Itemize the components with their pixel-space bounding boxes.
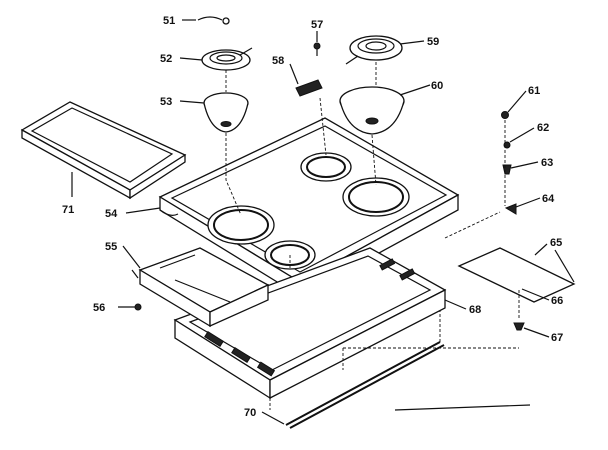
callout-51: 51 [163,15,175,27]
part-53-drip-bowl [203,92,249,133]
callout-67: 67 [551,332,563,344]
part-51-clip [197,16,230,25]
part-70-rod [285,341,445,429]
callout-52: 52 [160,53,172,65]
part-61 [501,111,509,119]
leader-lines [71,19,575,425]
callout-63: 63 [541,157,553,169]
part-67 [513,322,525,331]
alignment-lines [225,62,520,410]
callout-53: 53 [160,96,172,108]
callout-57: 57 [311,19,323,31]
callout-55: 55 [105,241,117,253]
part-55-bracket [138,247,270,328]
part-56 [134,303,142,311]
part-62 [503,141,511,149]
callout-62: 62 [537,122,549,134]
callout-68: 68 [469,304,481,316]
callout-56: 56 [93,302,105,314]
part-60-drip-bowl-large [339,86,405,135]
callout-70: 70 [244,407,256,419]
callout-71: 71 [62,204,74,216]
part-68-bottom-pan [173,247,447,400]
part-57-screw [313,42,321,56]
callout-65: 65 [550,237,562,249]
part-55-screw [131,269,139,279]
part-71-panel [20,101,187,200]
callout-54: 54 [105,208,118,220]
callout-66: 66 [551,295,563,307]
callout-59: 59 [427,36,439,48]
callout-60: 60 [431,80,443,92]
callout-61: 61 [528,85,540,97]
callout-labels: 51 52 53 54 55 56 57 58 59 60 61 62 63 6… [62,15,563,419]
small-hardware [131,111,525,331]
part-64 [504,203,517,215]
part-65-cover [457,247,576,303]
part-59-coil-element-large [345,35,403,65]
callout-58: 58 [272,55,284,67]
reference-line [394,404,531,411]
callout-64: 64 [542,193,555,205]
part-58-terminal-block [295,79,323,97]
part-52-coil-element [201,47,253,71]
part-63 [502,164,512,175]
